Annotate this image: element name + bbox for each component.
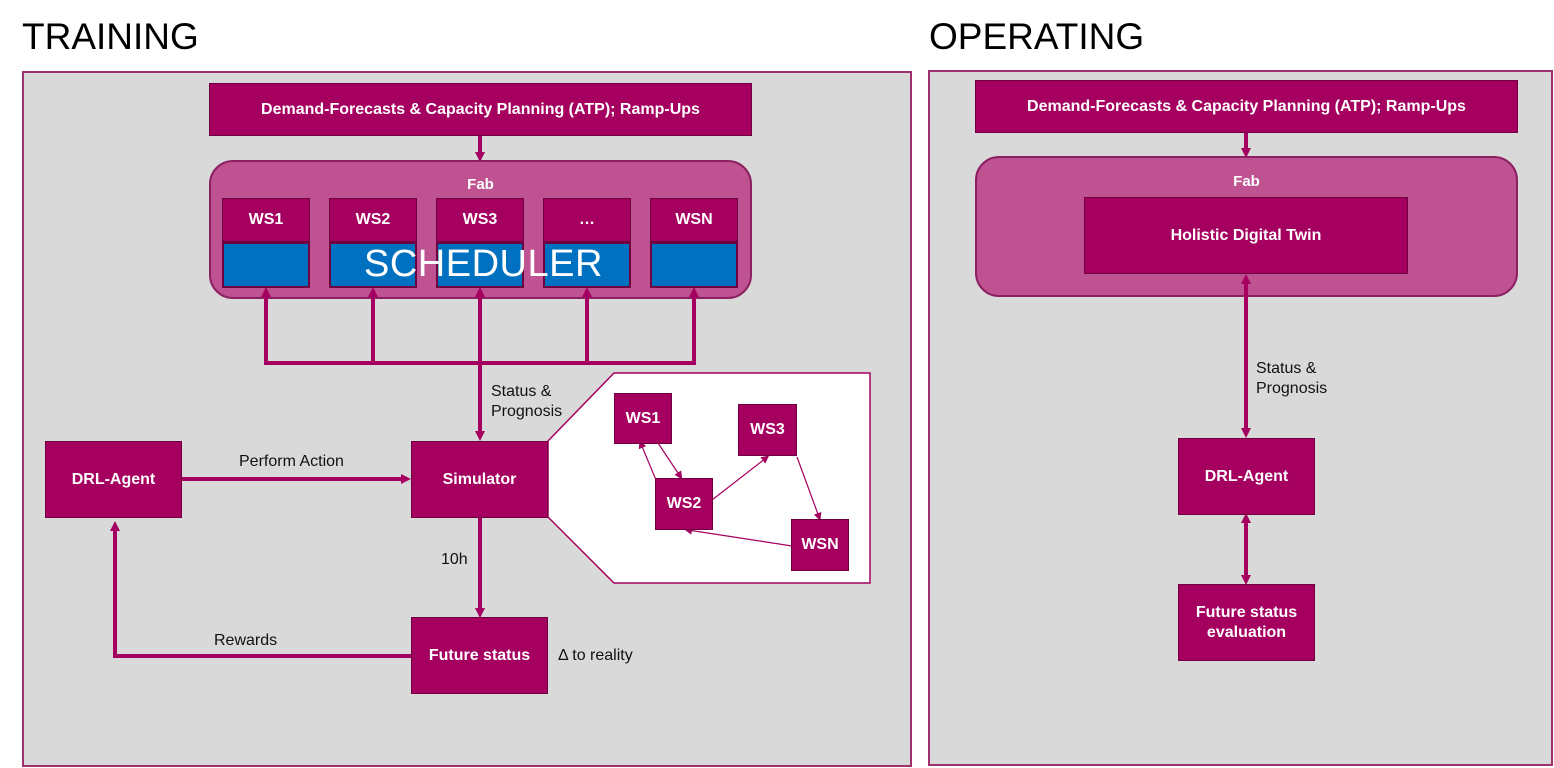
training-ws-1: WS1 bbox=[222, 198, 310, 242]
popup-ws1: WS1 bbox=[614, 393, 672, 444]
training-ws-3: WS3 bbox=[436, 198, 524, 242]
training-ws-2: WS2 bbox=[329, 198, 417, 242]
training-status-prognosis-label: Status & Prognosis bbox=[491, 383, 563, 420]
digital-twin-box: Holistic Digital Twin bbox=[1084, 197, 1408, 274]
popup-ws2: WS2 bbox=[655, 478, 713, 530]
future-status-evaluation-box: Future status evaluation bbox=[1178, 584, 1315, 661]
popup-ws3: WS3 bbox=[738, 404, 797, 456]
training-fab-label: Fab bbox=[467, 176, 494, 193]
simulator-box: Simulator bbox=[411, 441, 548, 518]
future-status-box: Future status bbox=[411, 617, 548, 694]
operating-title: OPERATING bbox=[929, 16, 1145, 57]
time-horizon-label: 10h bbox=[441, 551, 468, 568]
operating-demand-box: Demand-Forecasts & Capacity Planning (AT… bbox=[975, 80, 1518, 133]
training-ws-ellipsis: … bbox=[543, 198, 631, 242]
operating-drl-agent-box: DRL-Agent bbox=[1178, 438, 1315, 515]
operating-status-prognosis-label: Status & Prognosis bbox=[1256, 360, 1328, 397]
perform-action-label: Perform Action bbox=[239, 453, 344, 470]
training-demand-box: Demand-Forecasts & Capacity Planning (AT… bbox=[209, 83, 752, 136]
operating-fab-label: Fab bbox=[1233, 173, 1260, 190]
scheduler-label: SCHEDULER bbox=[364, 243, 603, 285]
training-title: TRAINING bbox=[22, 16, 199, 57]
scheduler-slot-4 bbox=[543, 242, 631, 288]
rewards-label: Rewards bbox=[214, 632, 278, 649]
delta-to-reality-label: Δ to reality bbox=[558, 647, 633, 664]
popup-wsn: WSN bbox=[791, 519, 849, 571]
training-drl-agent-box: DRL-Agent bbox=[45, 441, 182, 518]
training-ws-n: WSN bbox=[650, 198, 738, 242]
